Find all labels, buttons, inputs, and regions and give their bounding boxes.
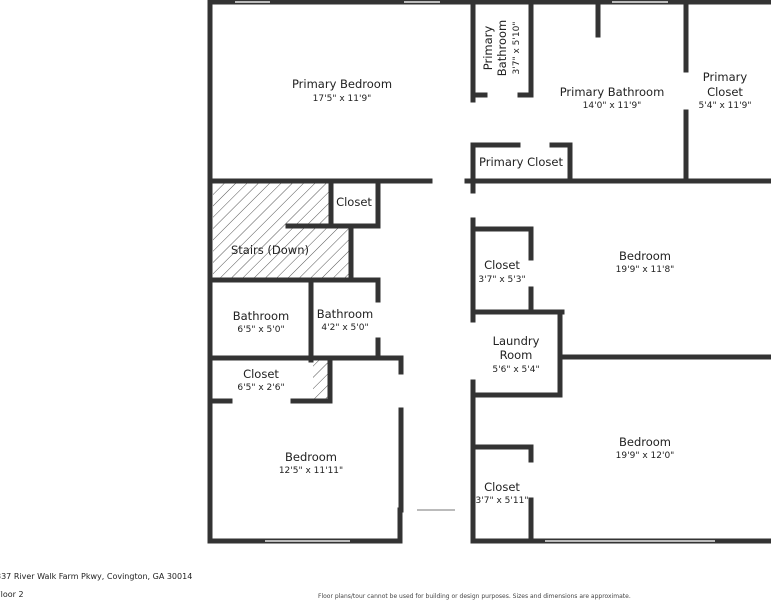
- address-text: 337 River Walk Farm Pkwy, Covington, GA …: [0, 572, 193, 581]
- room-name-primary-closet: Primary Closet: [479, 155, 563, 169]
- floor-label: Floor 2: [0, 590, 24, 599]
- room-dims-laundry: 5'6" x 5'4": [492, 365, 539, 375]
- windows: [235, 1, 715, 542]
- room-dims-bathroom-mid: 4'2" x 5'0": [321, 323, 368, 333]
- stairs-hatch-small: [313, 360, 330, 400]
- room-name-bedroom-left: Bedroom: [285, 450, 337, 464]
- room-name-bathroom-mid: Bathroom: [317, 307, 373, 321]
- room-name-primary-closet-right-line1: Primary: [703, 70, 748, 84]
- room-name-bathroom-left: Bathroom: [233, 309, 289, 323]
- room-name-bedroom-right-lower: Bedroom: [619, 435, 671, 449]
- room-dims-primary-bathroom: 14'0" x 11'9": [583, 101, 642, 111]
- room-dims-primary-bedroom: 17'5" x 11'9": [313, 94, 372, 104]
- room-name-closet-right-upper: Closet: [484, 258, 520, 272]
- room-dims-primary-bathroom-small: 3'7" x 5'10": [512, 22, 522, 75]
- room-name-bedroom-right-upper: Bedroom: [619, 249, 671, 263]
- room-dims-bathroom-left: 6'5" x 5'0": [237, 325, 284, 335]
- room-dims-bedroom-right-upper: 19'9" x 11'8": [616, 265, 675, 275]
- room-name-primary-bedroom: Primary Bedroom: [292, 77, 392, 91]
- room-dims-closet-right-upper: 3'7" x 5'3": [478, 275, 525, 285]
- stairs-hatch: [213, 183, 331, 226]
- room-name-closet-left: Closet: [243, 367, 279, 381]
- room-name-primary-bathroom-small-line2: Bathroom: [495, 20, 509, 76]
- room-dims-primary-closet-right: 5'4" x 11'9": [699, 101, 752, 111]
- room-name-primary-closet-right-line2: Closet: [707, 85, 743, 99]
- room-name-closet-right-lower: Closet: [484, 480, 520, 494]
- room-dims-bedroom-right-lower: 19'9" x 12'0": [616, 451, 675, 461]
- room-name-laundry-line2: Room: [500, 348, 533, 362]
- room-name-stairs: Stairs (Down): [231, 243, 309, 257]
- stairs-hatch: [213, 226, 351, 278]
- room-name-primary-bathroom: Primary Bathroom: [560, 85, 665, 99]
- room-name-laundry-line1: Laundry: [493, 334, 540, 348]
- walls: [207, 0, 771, 544]
- room-dims-bedroom-left: 12'5" x 11'11": [279, 466, 343, 476]
- room-name-closet-hall: Closet: [336, 195, 372, 209]
- disclaimer-text: Floor plans/tour cannot be used for buil…: [318, 593, 631, 600]
- room-dims-closet-right-lower: 3'7" x 5'11": [476, 496, 529, 506]
- room-name-primary-bathroom-small-line1: Primary: [481, 26, 495, 71]
- room-dims-closet-left: 6'5" x 2'6": [237, 383, 284, 393]
